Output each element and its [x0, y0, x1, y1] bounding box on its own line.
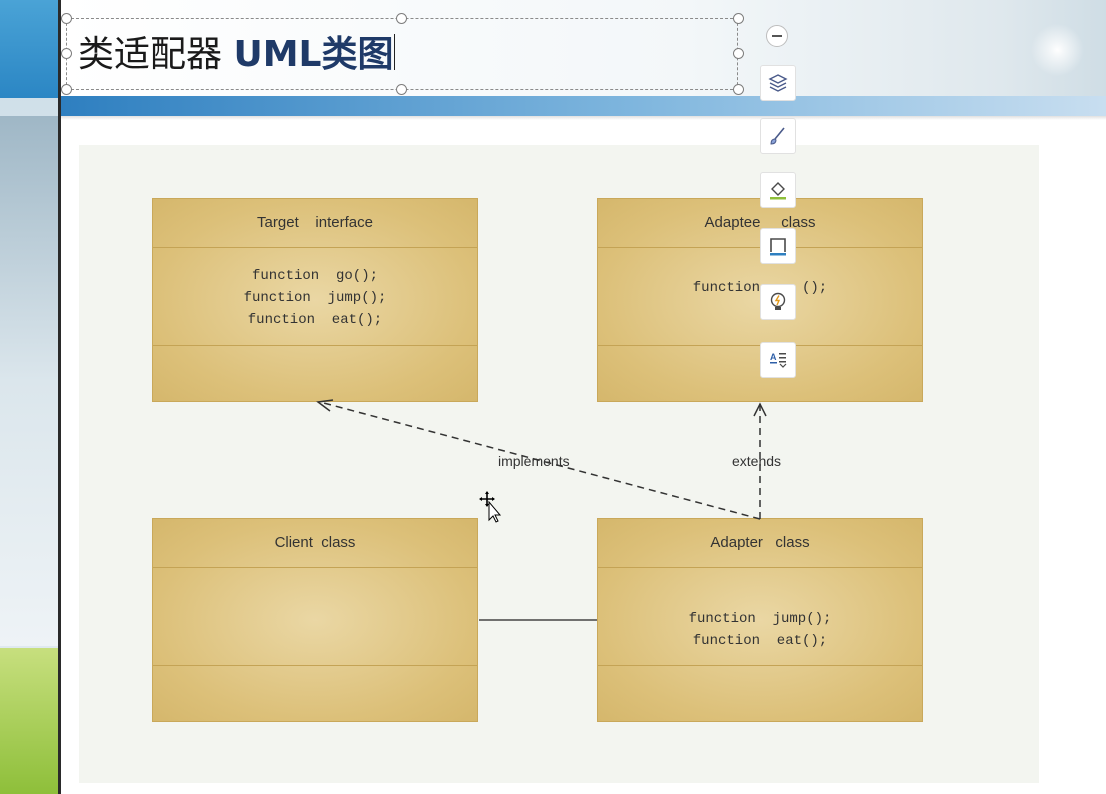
implements-arrow-line	[319, 401, 761, 520]
resize-handle-top-left[interactable]	[61, 13, 72, 24]
shape-fill-button[interactable]	[760, 172, 796, 208]
uml-class-name: Adapter class	[710, 534, 810, 551]
text-style-icon: A	[770, 352, 787, 368]
slide-left-bar-mid	[0, 116, 60, 646]
style-brush-button[interactable]	[760, 118, 796, 154]
svg-text:A: A	[770, 352, 777, 362]
fill-bucket-icon	[770, 182, 786, 200]
uml-method-list: function ();	[598, 277, 922, 299]
implements-arrowhead	[316, 399, 334, 412]
uml-class-footer	[153, 665, 477, 721]
slide-header-background	[61, 0, 1106, 98]
uml-class-name: Client class	[274, 534, 356, 551]
slide-edge-divider	[58, 0, 61, 794]
extends-label: extends	[732, 453, 782, 469]
uml-class-footer	[598, 665, 922, 721]
uml-method: function jump();	[688, 611, 832, 627]
resize-handle-bottom-left[interactable]	[61, 84, 72, 95]
slide-title-cn: 类适配器	[78, 34, 223, 75]
slide-header-shadow	[61, 116, 1106, 120]
resize-handle-middle-right[interactable]	[733, 48, 744, 59]
uml-class-client[interactable]: Client class	[152, 518, 478, 722]
uml-class-name: Target interface	[257, 214, 373, 231]
resize-handle-bottom-right[interactable]	[733, 84, 744, 95]
uml-method: function jump();	[243, 290, 387, 306]
uml-class-header	[598, 519, 922, 568]
slide-header-band	[61, 96, 1106, 116]
shape-outline-button[interactable]	[760, 228, 796, 264]
slide-left-bar-green	[0, 648, 60, 794]
layers-icon	[768, 74, 788, 92]
resize-handle-bottom-center[interactable]	[396, 84, 407, 95]
uml-class-footer	[153, 345, 477, 401]
text-caret	[394, 34, 396, 70]
minus-icon	[772, 35, 782, 37]
sparkle-decoration	[1015, 10, 1100, 90]
uml-class-header	[153, 199, 477, 248]
resize-handle-middle-left[interactable]	[61, 48, 72, 59]
uml-method: function eat();	[247, 312, 383, 328]
uml-class-header	[153, 519, 477, 568]
uml-method: function eat();	[692, 633, 828, 649]
text-style-button[interactable]: A	[760, 342, 796, 378]
uml-method-list: function go(); function jump(); function…	[153, 265, 477, 331]
brush-icon	[770, 127, 785, 145]
collapse-toolbar-button[interactable]	[766, 25, 788, 47]
implements-label: implements	[498, 453, 570, 469]
slide-title-en: UML类图	[233, 34, 394, 75]
move-cursor-icon	[479, 491, 502, 523]
resize-handle-top-right[interactable]	[733, 13, 744, 24]
uml-method: function ();	[692, 280, 828, 296]
shape-effects-button[interactable]	[760, 284, 796, 320]
uml-method-list: function jump(); function eat();	[598, 608, 922, 652]
uml-class-adapter[interactable]: Adapter class function jump(); function …	[597, 518, 923, 722]
border-icon	[770, 238, 786, 256]
uml-class-target[interactable]: Target interface function go(); function…	[152, 198, 478, 402]
slide-title[interactable]: 类适配器 UML类图	[78, 33, 396, 77]
uml-method: function go();	[251, 268, 379, 284]
uml-class-name: Adaptee class	[704, 214, 816, 231]
extends-arrowhead	[753, 402, 767, 417]
lightbulb-icon	[770, 292, 786, 310]
layers-button[interactable]	[760, 65, 796, 101]
resize-handle-top-center[interactable]	[396, 13, 407, 24]
slide-left-bar-top	[0, 0, 60, 98]
